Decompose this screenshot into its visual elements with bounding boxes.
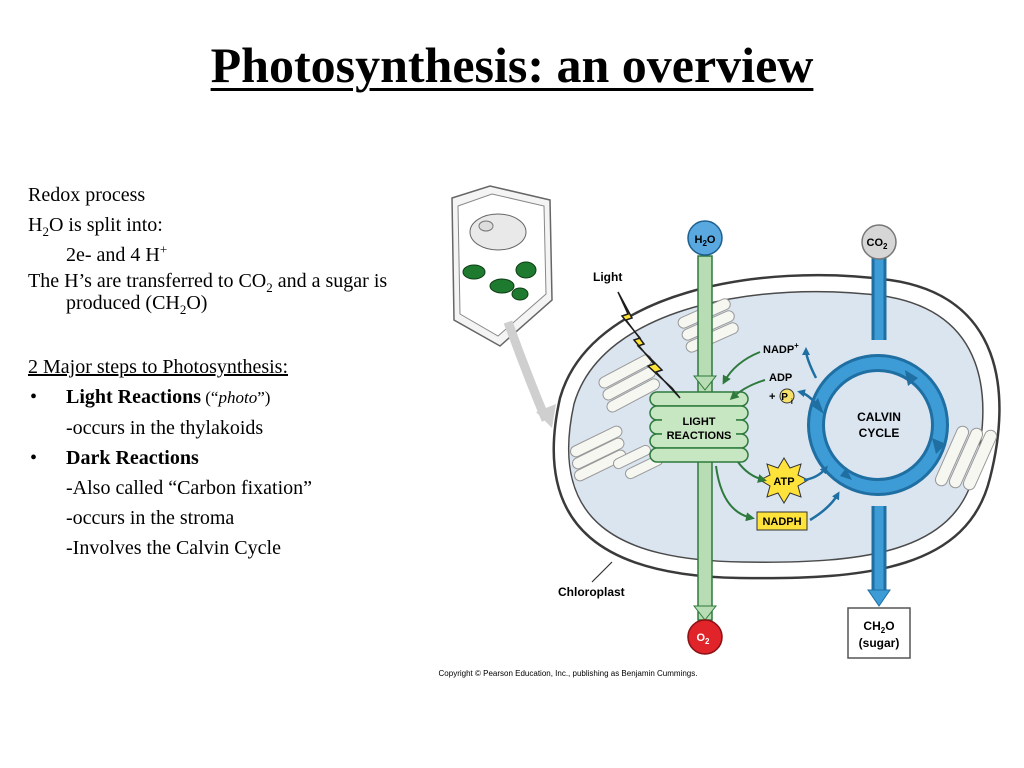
- h2o-rest: O is split into:: [48, 214, 163, 236]
- light-paren-close: ”): [257, 388, 271, 407]
- line-dark-detail-2: -occurs in the stroma: [28, 503, 418, 533]
- calvin-to-adp-arrow: [797, 389, 819, 407]
- light-bolt-icon: [617, 291, 681, 399]
- dark-title: Dark Reactions: [66, 447, 199, 469]
- co2-label: CO2: [867, 237, 889, 251]
- sugar-label: (sugar): [859, 636, 900, 650]
- transfer-c: O): [186, 292, 208, 314]
- nadph-box: [756, 511, 808, 531]
- calvin-cycle-ring-fill: [810, 357, 946, 493]
- line-electrons: 2e- and 4 H+: [28, 240, 418, 270]
- steps-heading: 2 Major steps to Photosynthesis:: [28, 356, 289, 378]
- o2-molecule-icon: [687, 619, 723, 655]
- dark-detail-1: -Also called “Carbon fixation”: [66, 477, 313, 499]
- body-text: Redox process H2O is split into: 2e- and…: [28, 180, 418, 563]
- light-reactions-label-1: LIGHT: [683, 416, 716, 428]
- bullet-dark: • Dark Reactions: [28, 443, 418, 473]
- light-to-atp-arrow: [737, 461, 767, 483]
- chloroplast-label: Chloroplast: [558, 585, 625, 599]
- line-redox: Redox process: [28, 180, 418, 210]
- atp-label: ATP: [773, 476, 794, 488]
- copyright-text: Copyright © Pearson Education, Inc., pub…: [439, 669, 698, 678]
- transfer-sub2: 2: [179, 302, 187, 317]
- thylakoid-stacks: [569, 298, 998, 491]
- nadph-label: NADPH: [762, 516, 801, 528]
- slide-title: Photosynthesis: an overview: [0, 36, 1024, 94]
- calvin-label-1: CALVIN: [857, 410, 901, 424]
- redox-text: Redox process: [28, 184, 146, 206]
- light-label: Light: [593, 270, 622, 284]
- light-reactions-label-2: REACTIONS: [667, 430, 732, 442]
- calvin-arrowhead-top: [905, 370, 918, 386]
- light-detail: -occurs in the thylakoids: [66, 417, 264, 439]
- line-light-detail: -occurs in the thylakoids: [28, 413, 418, 443]
- o2-label: O2: [696, 632, 710, 646]
- line-steps-heading: 2 Major steps to Photosynthesis:: [28, 352, 418, 382]
- calvin-to-nadp-arrow: [802, 347, 818, 379]
- dark-detail-3: -Involves the Calvin Cycle: [66, 537, 281, 559]
- h2o-h: H: [28, 214, 43, 236]
- light-paren-open: (“: [201, 388, 219, 407]
- line-dark-detail-1: -Also called “Carbon fixation”: [28, 473, 418, 503]
- line-dark-detail-3: -Involves the Calvin Cycle: [28, 533, 418, 563]
- co2-molecule-icon: [861, 224, 897, 260]
- h2o-label: H2O: [695, 234, 716, 248]
- dark-detail-2: -occurs in the stroma: [66, 507, 235, 529]
- transfer-a: The H’s are transferred to CO: [28, 270, 267, 292]
- ch2o-label: CH2O: [863, 619, 894, 635]
- line-h2o-split: H2O is split into:: [28, 210, 418, 240]
- adp-to-light-arrow: [729, 379, 766, 401]
- nadp-label: NADP+: [763, 341, 799, 356]
- phosphate-icon: [779, 388, 795, 404]
- sugar-box: [847, 607, 911, 659]
- chloroplast-pointer: [591, 561, 613, 583]
- line-transfer: The H’s are transferred to CO2 and a sug…: [28, 270, 418, 317]
- nadph-to-calvin-arrow: [809, 491, 840, 522]
- light-title: Light Reactions: [66, 386, 201, 408]
- light-to-nadph-arrow: [715, 465, 755, 522]
- bullet-light: • Light Reactions (“photo”): [28, 382, 418, 413]
- transfer-b: and a sugar is produced (CH: [66, 270, 388, 314]
- calvin-arrowhead-bottom: [840, 468, 852, 480]
- zoom-arrowhead: [536, 404, 556, 428]
- sugar-arrowhead: [867, 589, 891, 607]
- electrons-text: 2e- and 4 H: [66, 244, 160, 266]
- plant-cell-icon: [451, 185, 553, 347]
- h2o-molecule-icon: [687, 220, 723, 256]
- light-reactions-label-bg: [662, 410, 736, 444]
- bullet-dot: •: [30, 447, 38, 469]
- water-arrowhead: [692, 375, 718, 391]
- nadp-to-light-arrow: [722, 351, 761, 385]
- light-photo: photo: [218, 388, 258, 407]
- h2o-sub: 2: [42, 224, 49, 239]
- electrons-sup: +: [159, 241, 168, 257]
- atp-to-calvin-arrow: [803, 465, 828, 482]
- calvin-label-2: CYCLE: [859, 426, 900, 440]
- transfer-sub1: 2: [266, 280, 273, 295]
- bullet-dot: •: [30, 386, 38, 408]
- slide-title-text: Photosynthesis: an overview: [210, 37, 814, 93]
- calvin-arrowhead-right: [932, 438, 946, 454]
- oxygen-arrowhead: [692, 605, 718, 621]
- adp-label: ADP: [769, 372, 792, 384]
- atp-burst-icon: [758, 457, 810, 504]
- zoom-arrow: [503, 320, 551, 422]
- plus-label: +: [769, 391, 775, 403]
